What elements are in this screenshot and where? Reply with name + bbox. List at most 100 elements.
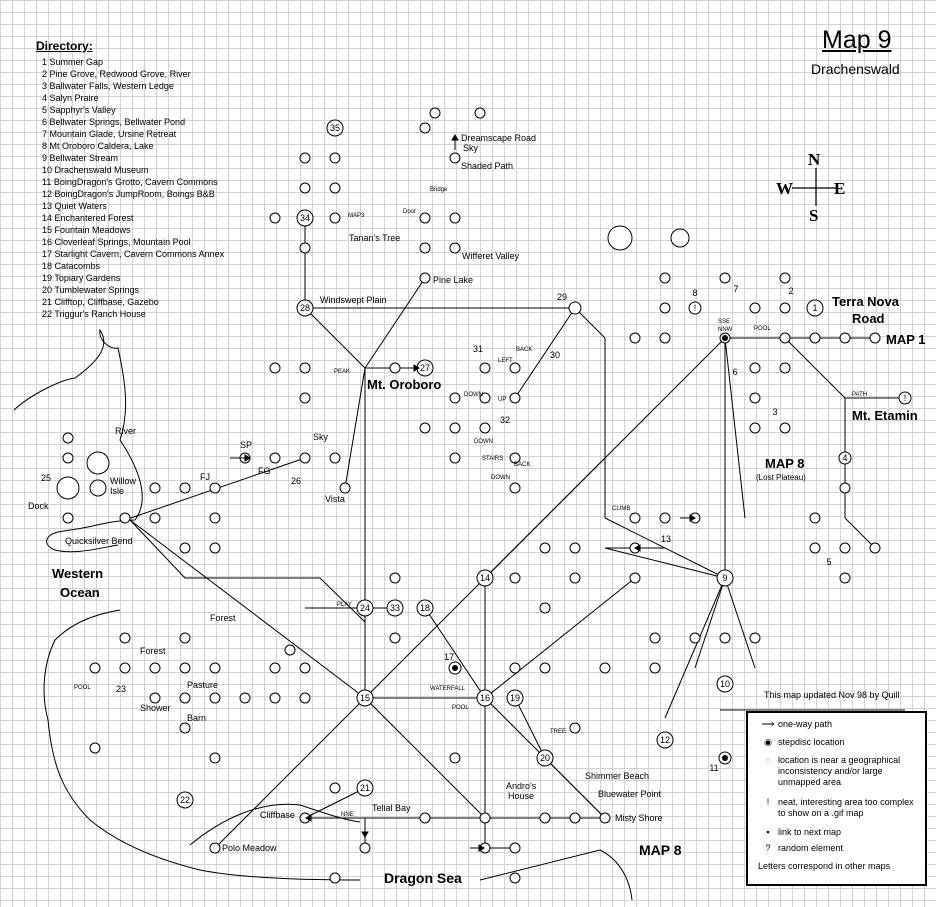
shimmer-beach-label: Shimmer Beach	[585, 771, 649, 781]
dragon-sea-label: Dragon Sea	[384, 870, 462, 886]
dreamscape-road-label: Dreamscape Road	[461, 133, 536, 143]
node-33: 33	[390, 603, 400, 613]
node-25: 25	[41, 473, 51, 483]
label-pool-3: POOL	[74, 685, 91, 691]
fj-label: FJ	[200, 472, 210, 482]
vista-label: Vista	[325, 494, 345, 504]
legend-text: random element	[778, 843, 844, 853]
sky-label: Sky	[463, 143, 479, 153]
directory-item: 9 Bellwater Stream	[42, 153, 119, 163]
directory-item: 11 BoingDragon's Grotto, Cavern Commons	[42, 177, 218, 187]
directory-item: 20 Tumblewater Springs	[42, 285, 140, 295]
compass-rose: N S E W	[776, 150, 856, 226]
mt-oroboro-label: Mt. Oroboro	[367, 377, 441, 392]
compass-cross	[792, 168, 838, 206]
node-2: 2	[788, 286, 793, 296]
node-numbers: 28 34 35 27 29 30 31 32 26 25 9 14 15 16…	[41, 123, 906, 805]
sky-label-2: Sky	[313, 432, 329, 442]
map1-label: MAP 1	[886, 332, 926, 347]
quicksilver-bend-label: Quicksilver Bend	[65, 536, 133, 546]
node-21: 21	[360, 783, 370, 793]
willow-isle-label-2: Isle	[110, 486, 124, 496]
label-nnw: NNW	[718, 327, 733, 333]
node-16: 16	[480, 693, 490, 703]
routes	[124, 218, 906, 880]
directory-item: 15 Fountain Meadows	[42, 225, 131, 235]
node-20: 20	[540, 753, 550, 763]
directory-item: 14 Enchantered Forest	[42, 213, 134, 223]
legend-row: ▪ link to next map	[758, 827, 921, 838]
label-pool: POOL	[452, 705, 469, 711]
label-peak: PEAK	[334, 369, 350, 375]
legend-row: ⟶ one-way path	[758, 719, 921, 730]
map-title: Map 9	[822, 26, 892, 54]
shower-label: Shower	[140, 703, 171, 713]
node-10: 10	[720, 679, 730, 689]
node-8: 8	[692, 288, 697, 298]
node-14: 14	[480, 573, 490, 583]
label-down-3: DOWN	[491, 475, 510, 481]
barn-label: Barn	[187, 713, 206, 723]
node-15: 15	[360, 693, 370, 703]
location-nodes	[56, 107, 912, 884]
label-down-2: DOWN	[474, 439, 493, 445]
directory-item: 3 Ballwater Falls, Western Ledge	[42, 81, 174, 91]
directory-item: 5 Sapphyr's Valley	[42, 105, 116, 115]
legend-text: location is near a geographical inconsis…	[778, 755, 901, 787]
polo-meadow-label: Polo Meadow	[222, 843, 277, 853]
legend-text: one-way path	[778, 719, 833, 729]
telial-bay-label: Telial Bay	[372, 803, 411, 813]
question-icon: ?	[765, 843, 771, 853]
river-line	[129, 519, 366, 623]
directory-item: 13 Quiet Waters	[42, 201, 107, 211]
label-left: LEFT	[498, 358, 513, 364]
compass-west: W	[776, 179, 793, 198]
map-subtitle: Drachenswald	[811, 61, 900, 77]
directory-item: 19 Topiary Gardens	[42, 273, 121, 283]
mt-etamin-label: Mt. Etamin	[852, 408, 918, 423]
node-28: 28	[300, 303, 310, 313]
node-13: 13	[661, 534, 671, 544]
directory-item: 10 Drachenswald Museum	[42, 165, 149, 175]
directory-item: 21 Clifftop, Cliffbase, Gazebo	[42, 297, 159, 307]
compass-east: E	[834, 179, 846, 198]
river-label: River	[115, 426, 136, 436]
legend-row: ! neat, interesting area too complex to …	[758, 797, 921, 819]
directory-item: 4 Salyn Praire	[42, 93, 99, 103]
directory-item: 17 Starlight Cavern, Cavern Commons Anne…	[42, 249, 225, 259]
terra-nova-label-2: Road	[852, 311, 885, 326]
link-dot-icon: ▪	[766, 827, 770, 837]
lost-plateau-label: (Lost Plateau)	[756, 473, 806, 482]
western-ocean-label: Western	[52, 566, 103, 581]
exclamation-icon: !	[766, 797, 770, 807]
legend-text: link to next map	[778, 827, 842, 837]
directory-item: 7 Mountain Glade, Ursine Retreat	[42, 129, 177, 139]
willow-isle-label: Willow	[110, 476, 136, 486]
wifferet-valley-label: Wifferet Valley	[462, 251, 520, 261]
tanans-tree-label: Tanan's Tree	[349, 233, 400, 243]
map8-bottom-label: MAP 8	[639, 842, 682, 858]
label-down: DOWN	[464, 392, 483, 398]
sp-label: SP	[240, 440, 252, 450]
western-ocean-shore	[43, 609, 361, 881]
bridge-label: Bridge	[430, 187, 448, 193]
compass-north: N	[808, 150, 821, 169]
legend-text: Letters correspond in other maps	[758, 861, 891, 871]
edge-labels: PEAK CLIMB PATH PLAY NNE SSE NNW LEFT BA…	[74, 319, 867, 818]
directory-item: 22 Triggur's Ranch House	[42, 309, 146, 319]
andros-house-label-2: House	[508, 791, 534, 801]
node-9: 9	[722, 573, 727, 583]
terra-nova-label: Terra Nova	[832, 294, 900, 309]
label-back: BACK	[516, 347, 532, 353]
pasture-label: Pasture	[187, 680, 218, 690]
legend-row: ? random element	[758, 843, 921, 854]
node-17: 17	[444, 652, 454, 662]
label-sse: SSE	[718, 319, 730, 325]
legend-text: stepdisc location	[778, 737, 845, 747]
cliffbase-label: Cliffbase	[260, 810, 295, 820]
node-1: 1	[812, 303, 817, 313]
region-names: Mt. Oroboro Terra Nova Road MAP 1 Mt. Et…	[52, 294, 926, 886]
node-11: 11	[709, 763, 718, 773]
fg-label: FG	[258, 466, 271, 476]
